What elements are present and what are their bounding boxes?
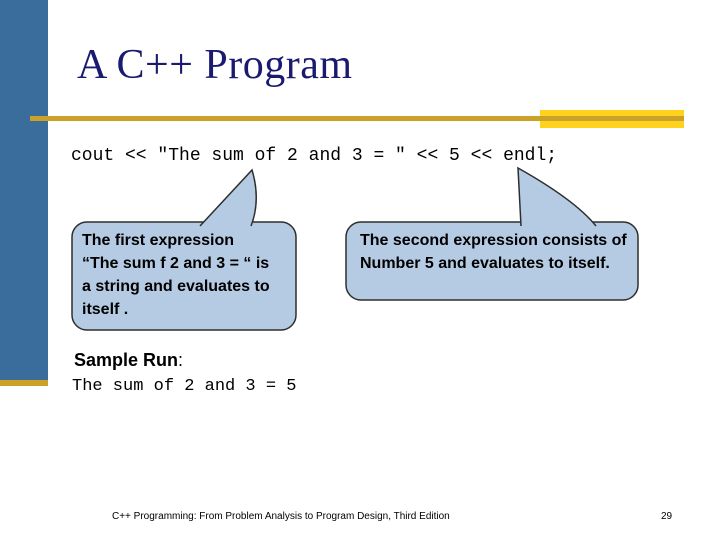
left-callout-box <box>72 222 296 330</box>
right-callout-shape <box>345 166 639 301</box>
sample-run-label: Sample Run <box>74 350 179 370</box>
right-callout-line-1: The second expression consists of <box>360 232 627 249</box>
right-callout-box <box>346 222 638 300</box>
right-callout-tail <box>518 168 596 226</box>
footer-book-title: C++ Programming: From Problem Analysis t… <box>112 511 450 522</box>
sidebar-gold-underline <box>0 380 48 386</box>
sample-run-colon: : <box>178 350 184 370</box>
sample-run-heading: Sample Run: <box>74 350 183 371</box>
left-callout-text: The first expression “The sum f 2 and 3 … <box>82 229 294 321</box>
left-callout-line-3: a string and evaluates to <box>82 278 270 295</box>
left-callout-tail <box>200 170 257 226</box>
title-rule-line <box>30 116 684 121</box>
left-callout-tail-border <box>199 168 257 227</box>
sidebar-accent-bar <box>0 0 48 380</box>
left-callout-line-1: The first expression <box>82 232 235 249</box>
code-statement: cout << "The sum of 2 and 3 = " << 5 << … <box>71 146 558 166</box>
right-callout-box-border <box>345 221 639 301</box>
sample-run-output: The sum of 2 and 3 = 5 <box>72 377 297 396</box>
left-callout-line-2: “The sum f 2 and 3 = “ is <box>82 255 270 272</box>
left-callout-box-border <box>71 221 297 331</box>
right-callout-text: The second expression consists of Number… <box>360 229 634 275</box>
left-callout-shape <box>71 168 297 331</box>
right-callout-tail-border <box>517 166 597 227</box>
slide-title: A C++ Program <box>77 42 353 88</box>
right-callout-line-2: Number 5 and evaluates to itself. <box>360 255 610 272</box>
footer-page-number: 29 <box>661 511 673 522</box>
left-callout-line-4: itself . <box>82 301 129 318</box>
